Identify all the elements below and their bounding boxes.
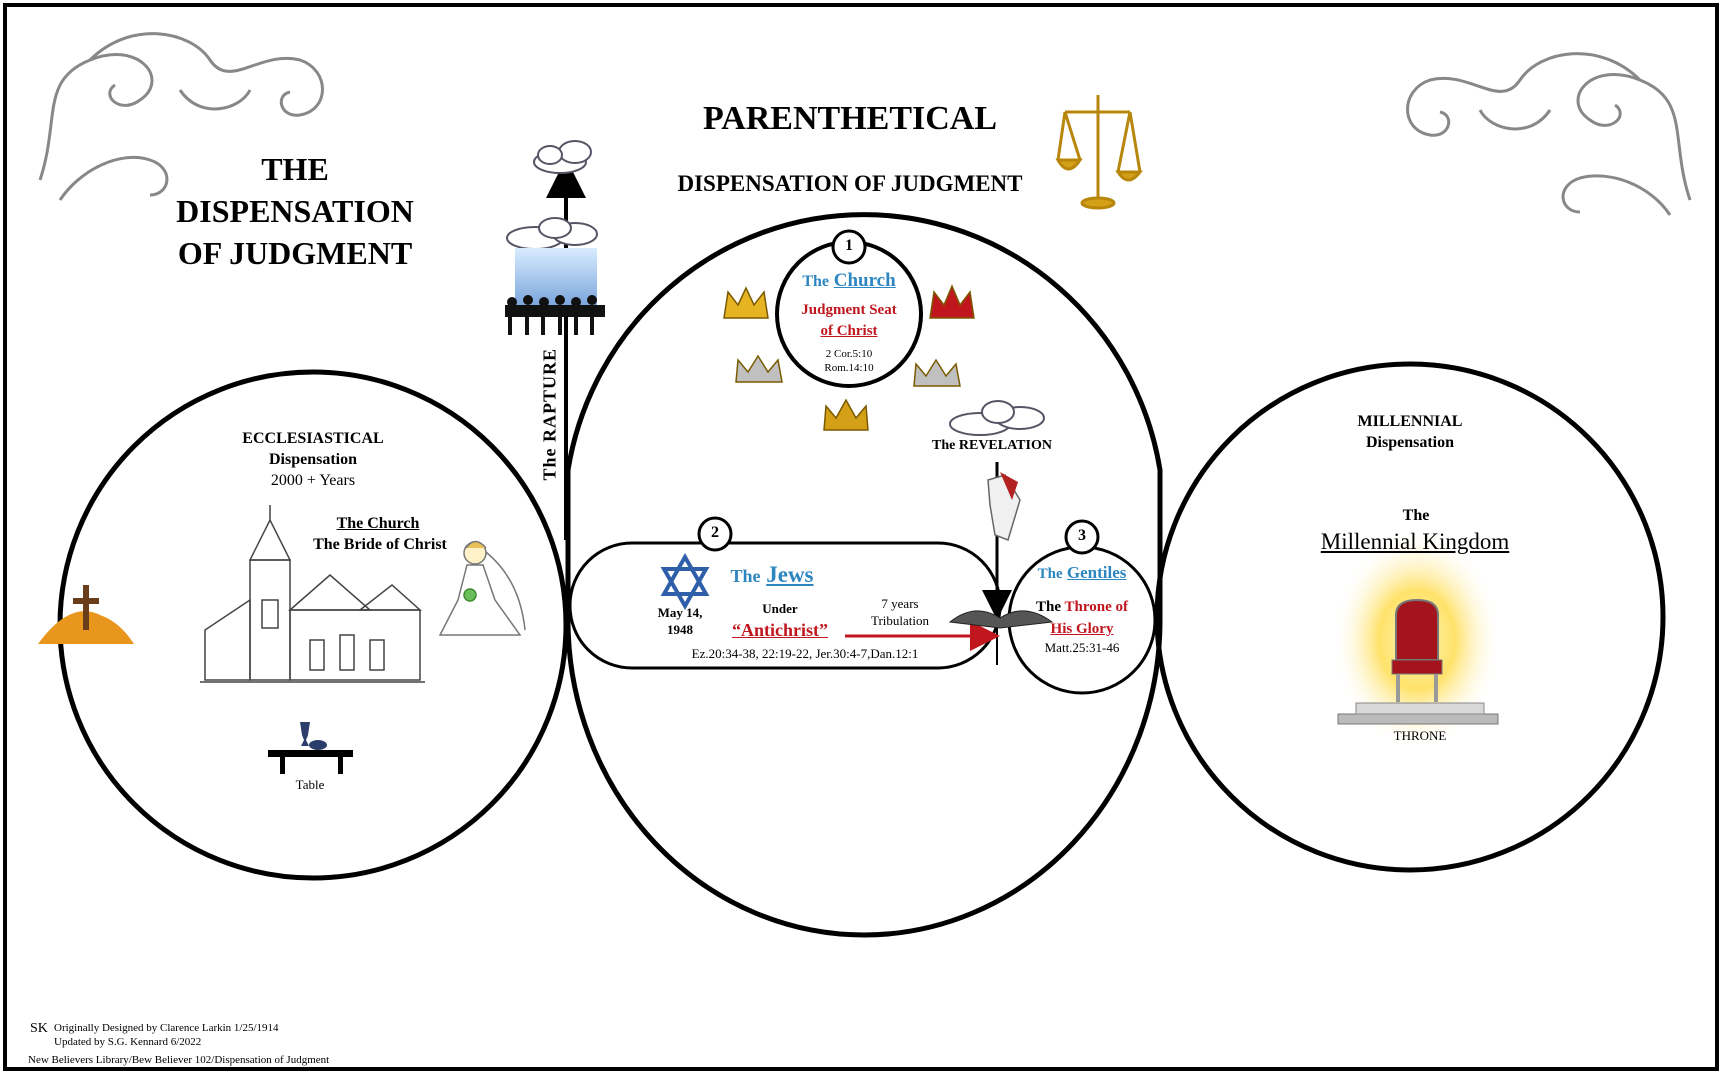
jews-date-1: May 14, bbox=[657, 605, 703, 620]
parenthetical-subtitle: DISPENSATION OF JUDGMENT bbox=[677, 171, 1023, 196]
ornament-left bbox=[38, 32, 324, 201]
main-title: THE DISPENSATION OF JUDGMENT bbox=[150, 148, 440, 274]
church-seat-heading: The Church bbox=[784, 270, 914, 292]
horseman-icon bbox=[987, 472, 1021, 541]
number-3: 3 bbox=[1078, 527, 1086, 544]
millennial-subtitle: Dispensation bbox=[1365, 434, 1455, 451]
gentiles-ref: Matt.25:31-46 bbox=[1044, 640, 1120, 655]
ecclesiastical-subtitle: Dispensation bbox=[268, 451, 358, 468]
ecclesiastical-title: ECCLESIASTICAL bbox=[242, 430, 384, 447]
jews-the: The bbox=[730, 566, 761, 586]
throne-the: The bbox=[1036, 599, 1062, 615]
page-border bbox=[3, 3, 1719, 1071]
footer-line-2: Updated by S.G. Kennard 6/2022 bbox=[54, 1036, 202, 1048]
bride-image bbox=[438, 540, 526, 636]
under-label: Under bbox=[762, 601, 798, 616]
church-seat-church: Church bbox=[833, 270, 896, 291]
gentiles-the: The bbox=[1037, 566, 1063, 582]
rapture-image bbox=[505, 248, 605, 335]
crown-icon bbox=[723, 284, 975, 431]
gentiles-label: Gentiles bbox=[1066, 563, 1127, 582]
cross-icon bbox=[38, 585, 134, 644]
millennial-the: The bbox=[1402, 507, 1430, 524]
open-book-icon bbox=[948, 610, 1054, 629]
millennial-circle bbox=[1154, 361, 1666, 873]
ornament-right bbox=[1406, 52, 1692, 216]
church-ref-1: 2 Cor.5:10 bbox=[825, 348, 873, 360]
sk-logo: SK bbox=[30, 1021, 48, 1036]
table-icon bbox=[268, 722, 353, 774]
cloud-icon bbox=[506, 140, 1045, 436]
number-3-circle bbox=[1064, 519, 1100, 555]
number-1-circle bbox=[831, 229, 867, 265]
jews-date-2: 1948 bbox=[667, 622, 693, 637]
bride-label: The Bride of Christ bbox=[313, 536, 447, 553]
tribulation-line-1: 7 years bbox=[881, 596, 919, 611]
church-ref-2: Rom.14:10 bbox=[824, 362, 874, 374]
footer-line-1: Originally Designed by Clarence Larkin 1… bbox=[54, 1022, 279, 1034]
scales-icon bbox=[1055, 95, 1144, 210]
number-1: 1 bbox=[845, 237, 853, 254]
main-title-line-2: DISPENSATION bbox=[176, 193, 414, 229]
judgment-seat-line-2: of Christ bbox=[820, 323, 878, 339]
footer-line-3: New Believers Library/Bew Believer 102/D… bbox=[28, 1054, 330, 1066]
millennial-title: MILLENNIAL bbox=[1357, 413, 1463, 430]
gentiles-heading: The Gentiles bbox=[1022, 563, 1142, 583]
tribulation-line-2: Tribulation bbox=[870, 613, 930, 628]
jews-heading: The Jews bbox=[717, 562, 827, 588]
throne-of: Throne of bbox=[1064, 599, 1128, 615]
table-label: Table bbox=[295, 777, 325, 792]
star-of-david-icon bbox=[660, 552, 710, 611]
jews-references: Ez.20:34-38, 22:19-22, Jer.30:4-7,Dan.12… bbox=[691, 646, 919, 661]
church-seat-the: The bbox=[802, 273, 829, 290]
throne-of-glory-heading: The Throne of bbox=[1022, 599, 1142, 616]
church-label: The Church bbox=[336, 515, 420, 532]
his-glory-label: His Glory bbox=[1050, 621, 1114, 637]
revelation-label: The REVELATION bbox=[932, 438, 1052, 453]
judgment-seat-line-1: Judgment Seat bbox=[801, 302, 897, 318]
number-2-circle bbox=[697, 516, 733, 552]
church-building-image bbox=[200, 505, 425, 683]
antichrist-label: “Antichrist” bbox=[732, 620, 828, 640]
ecclesiastical-years: 2000 + Years bbox=[270, 472, 356, 489]
throne-image bbox=[1332, 530, 1502, 750]
throne-label: THRONE bbox=[1393, 728, 1447, 743]
sk-logo-text: SK bbox=[30, 1021, 48, 1036]
main-title-line-3: OF JUDGMENT bbox=[177, 235, 413, 271]
jews-label: Jews bbox=[766, 562, 814, 587]
millennial-kingdom-label: Millennial Kingdom bbox=[1320, 529, 1510, 554]
parenthetical-title: PARENTHETICAL bbox=[702, 100, 998, 137]
number-2: 2 bbox=[711, 524, 719, 541]
rapture-label: The RAPTURE bbox=[539, 347, 560, 481]
main-title-line-1: THE bbox=[261, 151, 329, 187]
